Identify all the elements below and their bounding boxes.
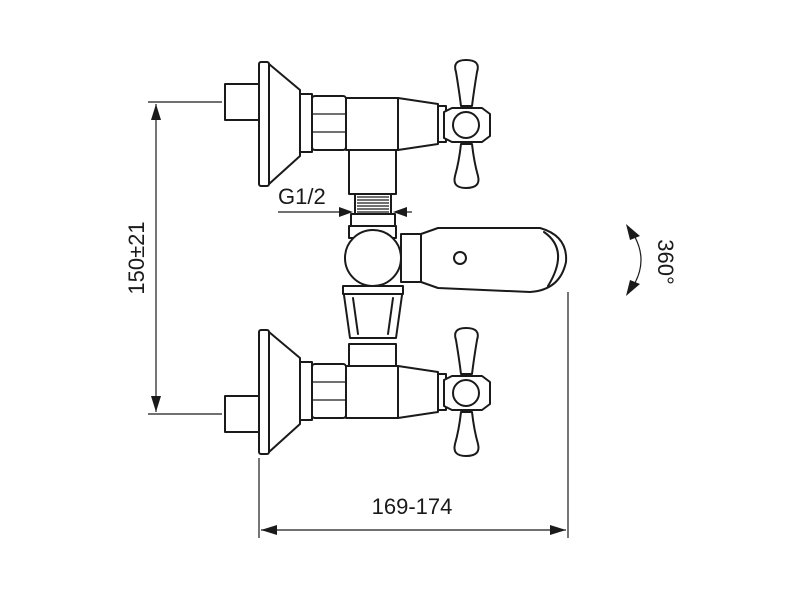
upper-cross-handle bbox=[443, 59, 491, 189]
upper-wall-connector bbox=[224, 61, 301, 187]
arrow-right-icon bbox=[550, 525, 566, 535]
width-dimension-label: 169-174 bbox=[372, 494, 453, 519]
arrow-down-icon bbox=[151, 396, 161, 412]
lower-cross-handle bbox=[443, 327, 491, 457]
arrow-left-icon bbox=[261, 525, 277, 535]
lower-wall-connector bbox=[224, 329, 301, 455]
arrow-right-icon bbox=[339, 207, 353, 217]
arrow-left-icon bbox=[393, 207, 407, 217]
rotate-arrow-up-icon bbox=[626, 224, 640, 240]
height-dimension bbox=[148, 101, 222, 415]
arrow-up-icon bbox=[151, 104, 161, 120]
thread-fitting bbox=[350, 193, 396, 229]
height-dimension-label: 150±21 bbox=[124, 221, 149, 294]
shower-outlet-sleeve bbox=[342, 285, 404, 339]
rotate-arrow-down-icon bbox=[626, 280, 640, 296]
rotation-label: 360° bbox=[653, 239, 678, 285]
thread-callout bbox=[278, 207, 412, 217]
upper-valve-body bbox=[345, 97, 447, 151]
thread-hatch bbox=[357, 196, 389, 213]
thread-label: G1/2 bbox=[278, 184, 326, 209]
lower-valve-body bbox=[345, 365, 447, 419]
width-dimension bbox=[258, 292, 569, 538]
bath-spout bbox=[400, 227, 568, 293]
lower-hex-nut bbox=[299, 361, 347, 421]
diverter-ball bbox=[344, 225, 402, 287]
upper-hex-nut bbox=[299, 93, 347, 153]
rotation-indicator bbox=[626, 224, 642, 296]
